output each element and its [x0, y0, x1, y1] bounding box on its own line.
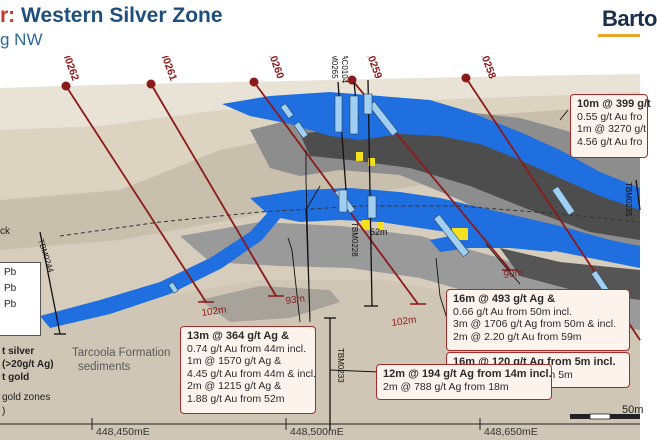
gold-zone	[356, 152, 363, 161]
callout-line: 2m @ 788 g/t Ag from 18m	[383, 380, 509, 393]
callout-line: 1m @ 3270 g/t	[577, 123, 647, 135]
drillhole-tbm0261	[146, 79, 284, 297]
legend-silver-grade: (>20g/t Ag)	[2, 359, 54, 370]
callout-tbm0260: 13m @ 364 g/t Ag & 0.74 g/t Au from 44m …	[180, 326, 316, 414]
callout-tbm0233: 12m @ 194 g/t Ag from 14m incl. 2m @ 788…	[376, 364, 552, 400]
legend-item: Pb	[4, 299, 17, 310]
scale-bar	[570, 413, 640, 420]
callout-line: 4.45 g/t Au from 44m & incl.	[187, 367, 316, 380]
x-axis-label: 448,650mE	[484, 426, 538, 438]
callout-line: 2m @ 1215 g/t Ag &	[187, 380, 282, 392]
callout-line: 1.88 g/t Au from 52m	[187, 392, 285, 405]
legend-gold: t gold	[2, 372, 30, 383]
legend-item: Pb	[4, 267, 17, 278]
callout-line: 2m @ 2.20 g/t Au from 59m	[453, 330, 582, 343]
callout-line: 4.56 g/t Au fro	[577, 135, 643, 148]
depth-label-tbm0259: 90m	[503, 267, 524, 281]
legend-more: )	[2, 406, 6, 417]
logo-underline	[598, 34, 640, 37]
intercept-label-52m: 52m	[370, 227, 388, 237]
title-prefix: r:	[0, 4, 16, 27]
left-layer-label: ck	[0, 226, 11, 237]
title-text: Western Silver Zone	[21, 4, 223, 27]
legend-silver: t silver	[2, 346, 35, 357]
drillhole-tbac0104	[349, 81, 359, 135]
callout-main-line: 12m @ 194 g/t Ag from 14m incl.	[383, 368, 552, 380]
hole-label-tbm0228: TBM0228	[350, 222, 359, 257]
contact-dashed-line	[59, 205, 641, 237]
formation-label: Tarcoola Formation sediments	[72, 346, 170, 374]
x-axis-label: 448,500mE	[290, 426, 344, 438]
drillhole-tbm0235	[635, 179, 641, 211]
hole-label-tbm0233: TBM0233	[336, 348, 345, 383]
ore-body-upper	[222, 92, 640, 210]
drillhole-tbm0265	[334, 81, 348, 213]
header: r: Western Silver Zone g NW Barto	[0, 0, 657, 56]
callout-leaders	[287, 109, 569, 373]
x-axis-label: 448,450mE	[96, 426, 150, 438]
drillhole-tbm0228	[363, 79, 378, 307]
callout-line: 3m @ 1706 g/t Ag from 50m & incl.	[453, 318, 616, 330]
callout-main-line: 10m @ 399 g/t	[577, 98, 651, 110]
legend-box: Pb Pb Pb	[0, 262, 41, 336]
callout-tbm0258: 10m @ 399 g/t 0.55 g/t Au fro 1m @ 3270 …	[570, 94, 651, 158]
legend-item: Pb	[4, 283, 17, 294]
drillhole-tbm0262	[61, 81, 214, 303]
legend-gold-zones: gold zones	[2, 392, 51, 403]
page-title: r: Western Silver Zone	[0, 4, 223, 28]
callout-main-line: 16m @ 493 g/t Ag &	[453, 293, 556, 305]
depth-label-tbm0262: 102m	[201, 305, 227, 319]
gold-zone	[362, 220, 370, 230]
formation-line-1: Tarcoola Formation	[72, 347, 171, 359]
formation-line-2: sediments	[78, 361, 131, 373]
callout-line: 1m @ 1570 g/t Ag &	[187, 355, 282, 367]
depth-label-tbm0261: 93m	[285, 293, 306, 307]
depth-label-tbm0260: 102m	[391, 315, 417, 329]
drillhole-tbm0244	[39, 231, 66, 335]
callout-main-line: 13m @ 364 g/t Ag &	[187, 330, 290, 342]
hole-label-tbm0265: TBM0265	[330, 44, 339, 79]
gold-zone	[378, 222, 384, 230]
callout-tbm0259: 16m @ 493 g/t Ag & 0.66 g/t Au from 50m …	[446, 289, 630, 351]
ore-stringer-left	[40, 210, 282, 328]
hole-label-tbm0235: TBM0235	[624, 182, 633, 217]
gold-zone	[368, 158, 375, 166]
grey-lens-left	[200, 286, 340, 322]
page-subtitle: g NW	[0, 30, 43, 49]
callout-line: 0.74 g/t Au from 44m incl.	[187, 342, 307, 355]
scale-bar-label: 50m	[622, 404, 644, 416]
hole-label-tbac0104: TBAC0104	[340, 44, 349, 84]
callout-line: 0.55 g/t Au fro	[577, 110, 643, 123]
company-logo: Barto	[602, 6, 657, 31]
drillhole-tbm0233	[324, 317, 336, 430]
callout-line: 0.66 g/t Au from 50m incl.	[453, 305, 573, 318]
